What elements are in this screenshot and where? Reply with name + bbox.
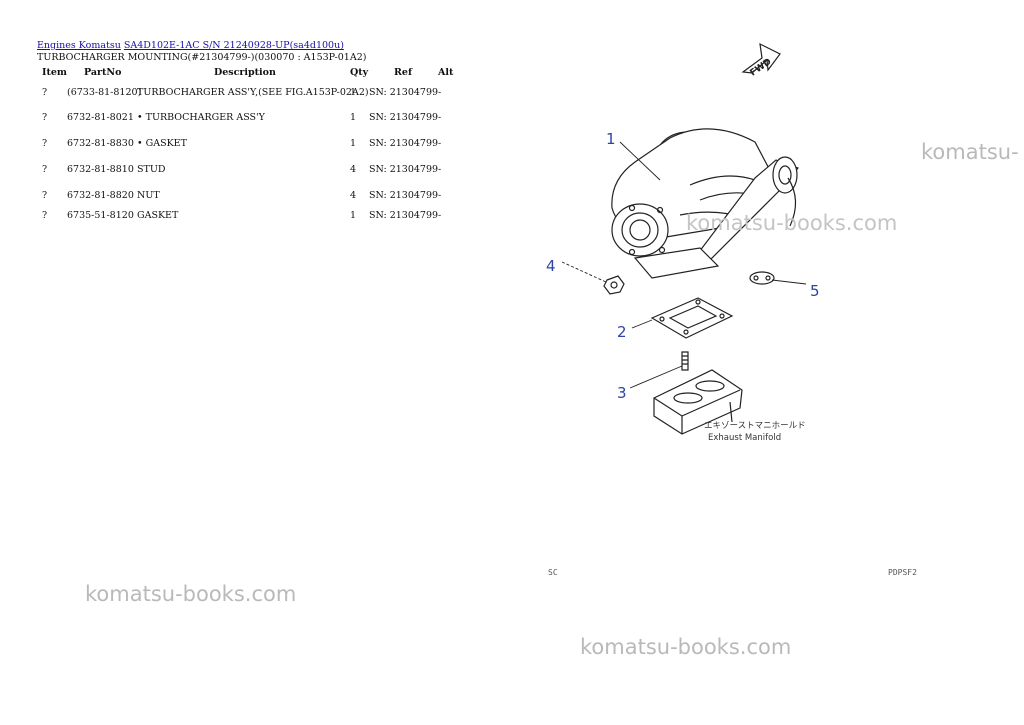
row-partno: (6733-81-8120) — [67, 87, 142, 98]
header-partno: PartNo — [84, 67, 122, 78]
row-description: STUD — [137, 164, 166, 175]
watermark-top-right: komatsu- — [921, 140, 1019, 164]
row-description: GASKET — [137, 210, 179, 221]
header-item: Item — [42, 67, 67, 78]
watermark-middle: komatsu-books.com — [686, 211, 898, 235]
row-item: ? — [42, 87, 48, 98]
part-3-stud-drawing — [681, 351, 689, 371]
row-partno: 6735-51-8120 — [67, 210, 134, 221]
fwd-arrow-icon — [741, 42, 781, 74]
part-2-gasket-drawing — [650, 297, 734, 339]
corner-left-code: SC — [548, 568, 558, 577]
exhaust-manifold-drawing — [653, 369, 743, 435]
table-row: ? 6735-51-8120 GASKET 1 SN: 21304799- — [0, 210, 520, 224]
turbocharger-drawing — [611, 128, 800, 279]
row-qty: 4 — [350, 164, 357, 175]
row-description: • TURBOCHARGER ASS'Y — [137, 112, 265, 123]
row-ref: SN: 21304799- — [369, 190, 442, 201]
table-row: ? 6732-81-8820 NUT 4 SN: 21304799- — [0, 190, 520, 204]
part-5-gasket-drawing — [749, 271, 775, 285]
row-description: NUT — [137, 190, 160, 201]
row-partno: 6732-81-8830 — [67, 138, 134, 149]
row-qty: 1 — [350, 138, 357, 149]
corner-right-code: PDPSF2 — [888, 568, 917, 577]
row-qty: 1 — [350, 210, 357, 221]
header-qty: Qty — [350, 67, 369, 78]
breadcrumb: Engines Komatsu SA4D102E-1AC S/N 2124092… — [37, 40, 344, 51]
callout-4: 4 — [546, 257, 556, 275]
table-row: ? 6732-81-8810 STUD 4 SN: 21304799- — [0, 164, 520, 178]
callout-5: 5 — [810, 282, 820, 300]
row-description: TURBOCHARGER ASS'Y,(SEE FIG.A153P-02A2) — [137, 87, 369, 98]
row-ref: SN: 21304799- — [369, 138, 442, 149]
table-row: ? 6732-81-8830 • GASKET 1 SN: 21304799- — [0, 138, 520, 152]
jp-label: エキゾーストマニホールド — [704, 421, 806, 431]
page-title: TURBOCHARGER MOUNTING(#21304799-)(030070… — [37, 52, 367, 63]
callout-1: 1 — [606, 130, 616, 148]
row-ref: SN: 21304799- — [369, 87, 442, 98]
watermark-bottom-left: komatsu-books.com — [85, 582, 297, 606]
row-qty: 1 — [350, 87, 357, 98]
row-partno: 6732-81-8820 — [67, 190, 134, 201]
parts-diagram: 1 2 3 4 5 FWD エキゾーストマニホールド Exhaust Manif… — [546, 42, 917, 577]
callout-2: 2 — [617, 323, 627, 341]
exhaust-manifold-label: Exhaust Manifold — [708, 433, 781, 443]
watermark-bottom-right: komatsu-books.com — [580, 635, 792, 659]
header-alt: Alt — [438, 67, 454, 78]
breadcrumb-link-model[interactable]: SA4D102E-1AC S/N 21240928-UP(sa4d100u) — [123, 40, 344, 51]
header-description: Description — [214, 67, 276, 78]
row-item: ? — [42, 210, 48, 221]
row-item: ? — [42, 190, 48, 201]
row-item: ? — [42, 138, 48, 149]
row-description: • GASKET — [137, 138, 187, 149]
row-item: ? — [42, 112, 48, 123]
breadcrumb-link-engines[interactable]: Engines Komatsu — [37, 40, 121, 51]
row-qty: 4 — [350, 190, 357, 201]
header-ref: Ref — [394, 67, 413, 78]
row-qty: 1 — [350, 112, 357, 123]
table-row: ? (6733-81-8120) TURBOCHARGER ASS'Y,(SEE… — [0, 87, 520, 101]
row-item: ? — [42, 164, 48, 175]
callout-3: 3 — [617, 384, 627, 402]
row-partno: 6732-81-8810 — [67, 164, 134, 175]
table-row: ? 6732-81-8021 • TURBOCHARGER ASS'Y 1 SN… — [0, 112, 520, 126]
row-partno: 6732-81-8021 — [67, 112, 134, 123]
row-ref: SN: 21304799- — [369, 112, 442, 123]
row-ref: SN: 21304799- — [369, 210, 442, 221]
part-4-nut-drawing — [603, 275, 625, 295]
row-ref: SN: 21304799- — [369, 164, 442, 175]
